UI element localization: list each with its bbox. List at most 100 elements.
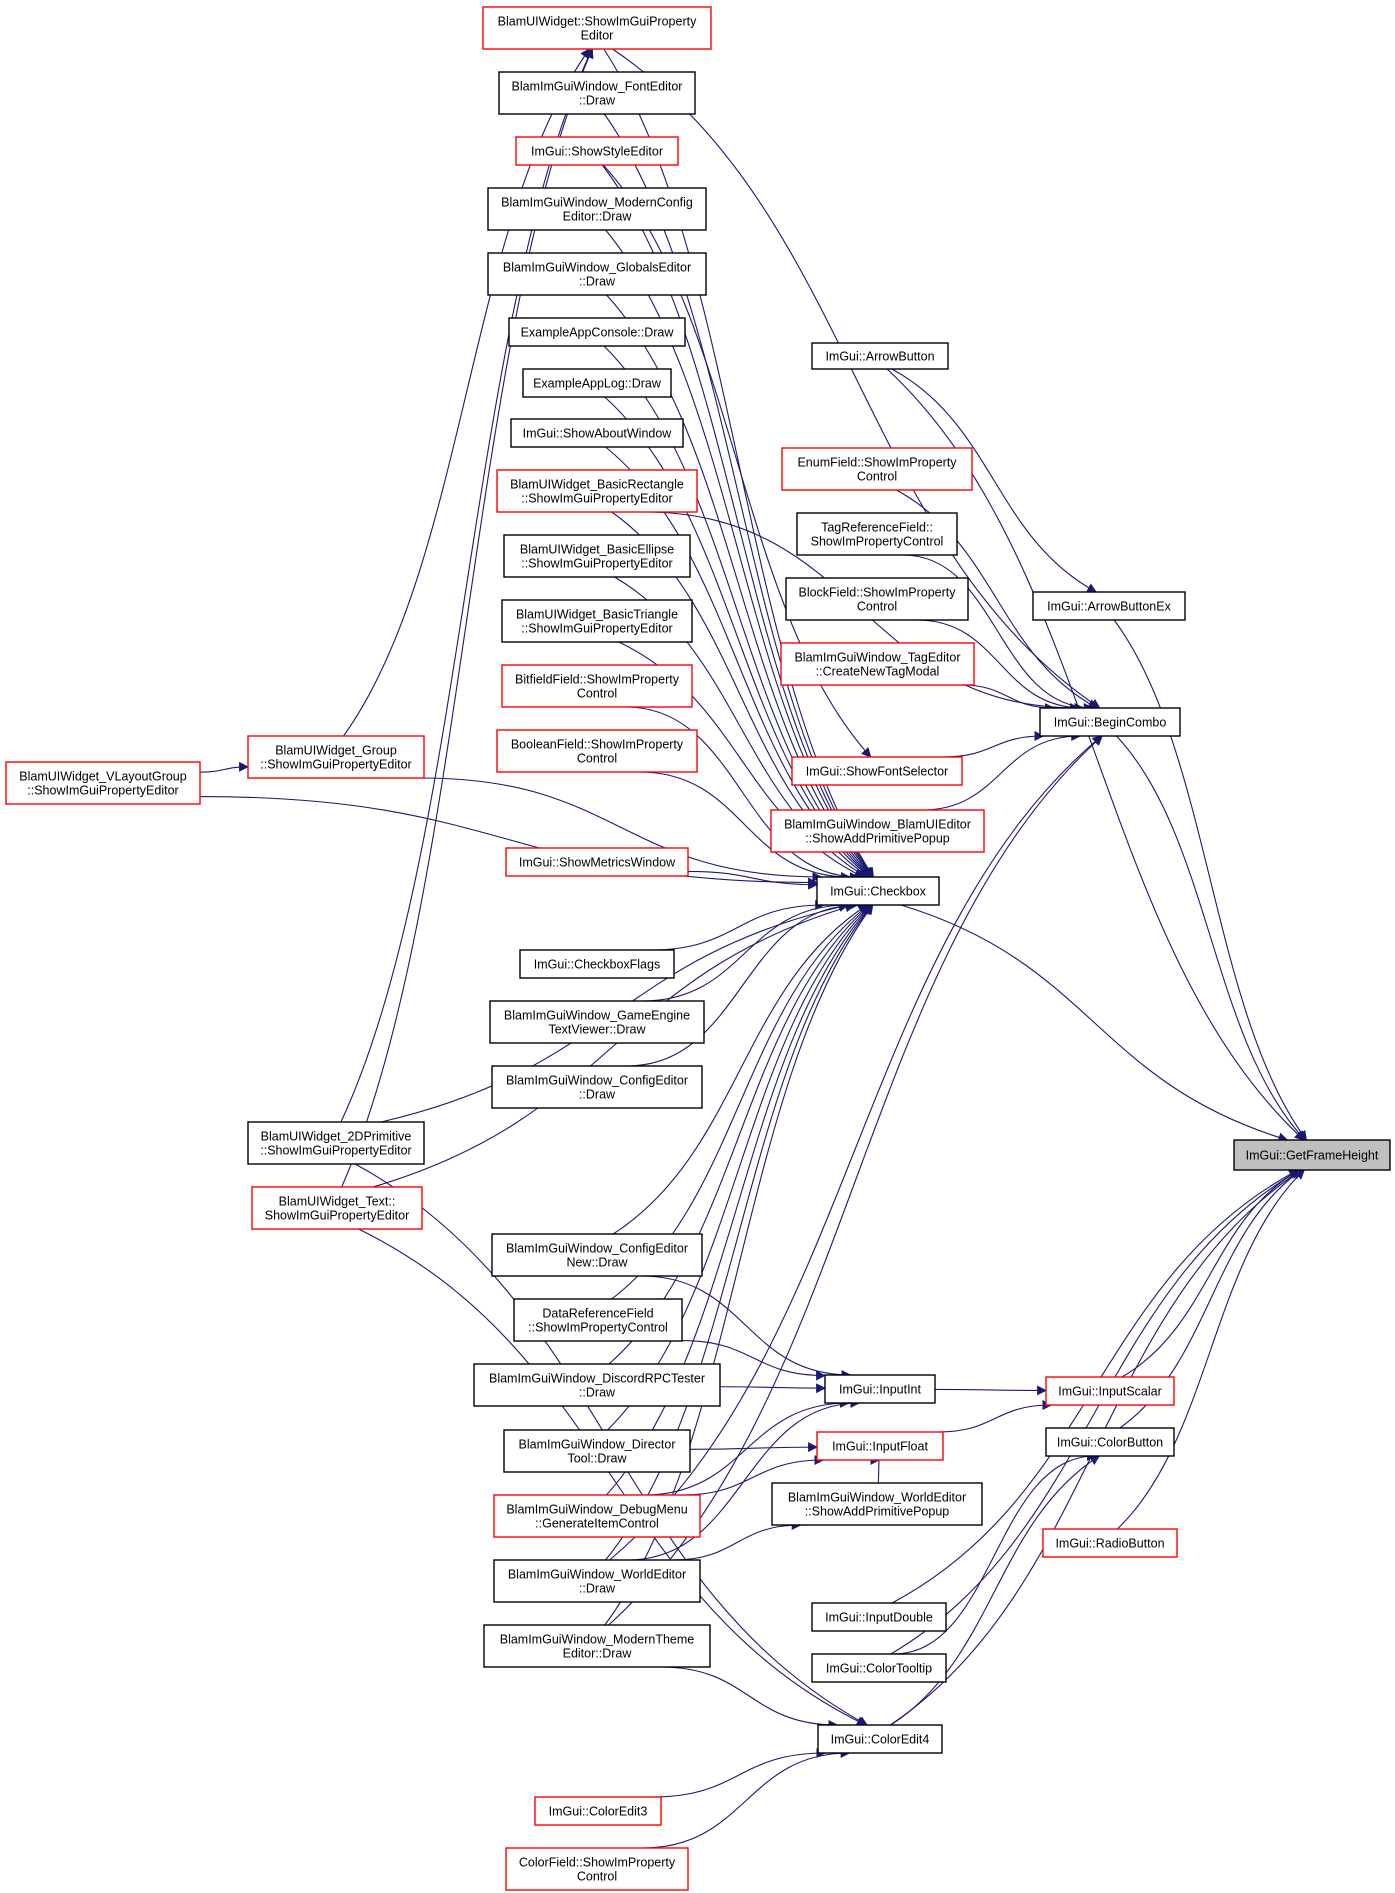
node-box — [780, 642, 975, 686]
edge-inputfloat-to-inputscalar — [938, 1400, 1053, 1433]
node-label: BlamUIWidget_BasicTriangle — [516, 608, 678, 622]
node-label: TagReferenceField:: — [821, 521, 933, 535]
graph-node-colortooltip[interactable]: ImGui::ColorTooltip — [811, 1653, 947, 1683]
graph-node-gfh[interactable]: ImGui::GetFrameHeight — [1233, 1139, 1391, 1171]
edge-colorfield-to-coloredit4 — [642, 1748, 851, 1849]
graph-node-showfontsel[interactable]: ImGui::ShowFontSelector — [791, 756, 963, 786]
graph-node-begincombo[interactable]: ImGui::BeginCombo — [1039, 707, 1181, 737]
node-label: BlamUIWidget_Group — [275, 744, 397, 758]
graph-node-boolfield[interactable]: BooleanField::ShowImPropertyControl — [496, 729, 698, 773]
graph-node-datareffield[interactable]: DataReferenceField::ShowImPropertyContro… — [513, 1298, 683, 1342]
graph-node-aboutwin[interactable]: ImGui::ShowAboutWindow — [510, 418, 684, 448]
node-box — [482, 6, 712, 50]
graph-node-inputdouble[interactable]: ImGui::InputDouble — [811, 1602, 947, 1632]
node-box — [515, 136, 679, 166]
graph-node-arrowbtn[interactable]: ImGui::ArrowButton — [811, 342, 949, 370]
node-box — [503, 1429, 691, 1473]
graph-node-uiw_propeditor[interactable]: BlamUIWidget::ShowImGuiPropertyEditor — [482, 6, 712, 50]
edge-vlayout-to-checkbox — [199, 795, 818, 888]
graph-node-checkboxflags[interactable]: ImGui::CheckboxFlags — [519, 949, 675, 979]
node-label: ::GenerateItemControl — [535, 1517, 659, 1531]
edge-uieditorpopup-to-begincombo — [922, 731, 1082, 811]
node-label: Editor — [581, 29, 614, 43]
graph-node-uieditorpopup[interactable]: BlamImGuiWindow_BlamUIEditor::ShowAddPri… — [770, 809, 985, 853]
graph-node-applog[interactable]: ExampleAppLog::Draw — [522, 368, 672, 398]
graph-node-basicrect[interactable]: BlamUIWidget_BasicRectangle::ShowImGuiPr… — [496, 469, 698, 513]
node-label: ExampleAppConsole::Draw — [521, 326, 675, 340]
graph-node-globalseditor[interactable]: BlamImGuiWindow_GlobalsEditor::Draw — [487, 252, 707, 296]
edge-tagreffield-to-begincombo — [903, 554, 1094, 713]
graph-node-radiobutton[interactable]: ImGui::RadioButton — [1042, 1528, 1178, 1558]
graph-node-basicellipse[interactable]: BlamUIWidget_BasicEllipse::ShowImGuiProp… — [503, 534, 691, 578]
node-box — [534, 1796, 662, 1826]
graph-node-inputint[interactable]: ImGui::InputInt — [824, 1374, 936, 1404]
graph-node-basictri[interactable]: BlamUIWidget_BasicTriangle::ShowImGuiPro… — [501, 599, 693, 643]
node-label: ImGui::ShowAboutWindow — [523, 427, 673, 441]
node-label: ImGui::ShowStyleEditor — [531, 145, 663, 159]
graph-node-fonteditor[interactable]: BlamImGuiWindow_FontEditor::Draw — [498, 71, 696, 115]
node-label: Editor::Draw — [563, 1647, 633, 1661]
node-label: ::Draw — [579, 1088, 616, 1102]
graph-node-appconsole[interactable]: ExampleAppConsole::Draw — [508, 317, 686, 347]
graph-node-worldeditor[interactable]: BlamImGuiWindow_WorldEditor::Draw — [493, 1559, 701, 1603]
node-box — [796, 512, 958, 556]
graph-node-enumfield[interactable]: EnumField::ShowImPropertyControl — [781, 447, 973, 491]
node-box — [1039, 707, 1181, 737]
graph-node-inputscalar[interactable]: ImGui::InputScalar — [1045, 1376, 1175, 1406]
graph-node-configeditor[interactable]: BlamImGuiWindow_ConfigEditor::Draw — [491, 1065, 703, 1109]
graph-node-tagreffield[interactable]: TagReferenceField::ShowImPropertyControl — [796, 512, 958, 556]
node-box — [493, 1494, 701, 1538]
node-label: Control — [577, 1870, 617, 1884]
node-label: ImGui::BeginCombo — [1054, 716, 1167, 730]
node-box — [505, 847, 689, 877]
edge-coloredit4-to-colorbutton — [890, 1455, 1100, 1726]
node-label: BlamImGuiWindow_ModernTheme — [500, 1633, 695, 1647]
graph-node-coloredit3[interactable]: ImGui::ColorEdit3 — [534, 1796, 662, 1826]
graph-node-colorbutton[interactable]: ImGui::ColorButton — [1045, 1427, 1175, 1457]
edge-worldeditor-to-checkbox — [605, 904, 873, 1561]
node-label: ImGui::ColorEdit3 — [549, 1805, 648, 1819]
graph-node-showstyle[interactable]: ImGui::ShowStyleEditor — [515, 136, 679, 166]
edge-confignew-to-checkbox — [612, 904, 869, 1235]
node-label: Control — [857, 600, 897, 614]
graph-node-inputfloat[interactable]: ImGui::InputFloat — [816, 1431, 944, 1461]
graph-node-blockfield[interactable]: BlockField::ShowImPropertyControl — [785, 577, 969, 621]
graph-node-group[interactable]: BlamUIWidget_Group::ShowImGuiPropertyEdi… — [247, 735, 425, 779]
graph-node-text[interactable]: BlamUIWidget_Text::ShowImGuiPropertyEdit… — [251, 1186, 423, 1230]
node-label: BlamUIWidget_BasicRectangle — [510, 478, 684, 492]
node-label: ::ShowImPropertyControl — [528, 1321, 668, 1335]
graph-node-weaddprim[interactable]: BlamImGuiWindow_WorldEditor::ShowAddPrim… — [771, 1482, 983, 1526]
node-label: ImGui::ColorEdit4 — [831, 1733, 930, 1747]
node-box — [817, 1724, 943, 1754]
graph-node-discordrpc[interactable]: BlamImGuiWindow_DiscordRPCTester::Draw — [473, 1363, 721, 1407]
edge-tageditor-to-begincombo — [961, 684, 1055, 713]
edge-boolfield-to-checkbox — [639, 771, 851, 882]
graph-node-arrowbtnex[interactable]: ImGui::ArrowButtonEx — [1032, 591, 1186, 621]
node-box — [816, 876, 940, 906]
node-box — [522, 368, 672, 398]
node-label: ImGui::CheckboxFlags — [534, 958, 660, 972]
graph-node-checkbox[interactable]: ImGui::Checkbox — [816, 876, 940, 906]
graph-node-metricswin[interactable]: ImGui::ShowMetricsWindow — [505, 847, 689, 877]
graph-node-coloredit4[interactable]: ImGui::ColorEdit4 — [817, 1724, 943, 1754]
graph-node-gameengine[interactable]: BlamImGuiWindow_GameEngineTextViewer::Dr… — [489, 1000, 705, 1044]
node-label: ShowImPropertyControl — [811, 535, 944, 549]
node-label: ImGui::ColorTooltip — [826, 1662, 932, 1676]
graph-node-tageditor[interactable]: BlamImGuiWindow_TagEditor::CreateNewTagM… — [780, 642, 975, 686]
edge-directortool-to-inputfloat — [689, 1442, 818, 1453]
edge-colortooltip-to-gfh — [890, 1169, 1301, 1655]
graph-node-debugmenu[interactable]: BlamImGuiWindow_DebugMenu::GenerateItemC… — [493, 1494, 701, 1538]
node-label: ExampleAppLog::Draw — [533, 377, 662, 391]
graph-node-bitfield[interactable]: BitfieldField::ShowImPropertyControl — [501, 664, 693, 708]
node-label: ::ShowAddPrimitivePopup — [805, 832, 950, 846]
graph-node-vlayout[interactable]: BlamUIWidget_VLayoutGroup::ShowImGuiProp… — [5, 761, 201, 805]
node-label: BlamImGuiWindow_DiscordRPCTester — [489, 1372, 705, 1386]
graph-node-colorfield[interactable]: ColorField::ShowImPropertyControl — [505, 1847, 689, 1891]
node-label: ImGui::ArrowButton — [825, 350, 934, 364]
edge-weaddprim-to-inputfloat — [870, 1455, 881, 1484]
graph-node-2dprim[interactable]: BlamUIWidget_2DPrimitive::ShowImGuiPrope… — [247, 1121, 425, 1165]
